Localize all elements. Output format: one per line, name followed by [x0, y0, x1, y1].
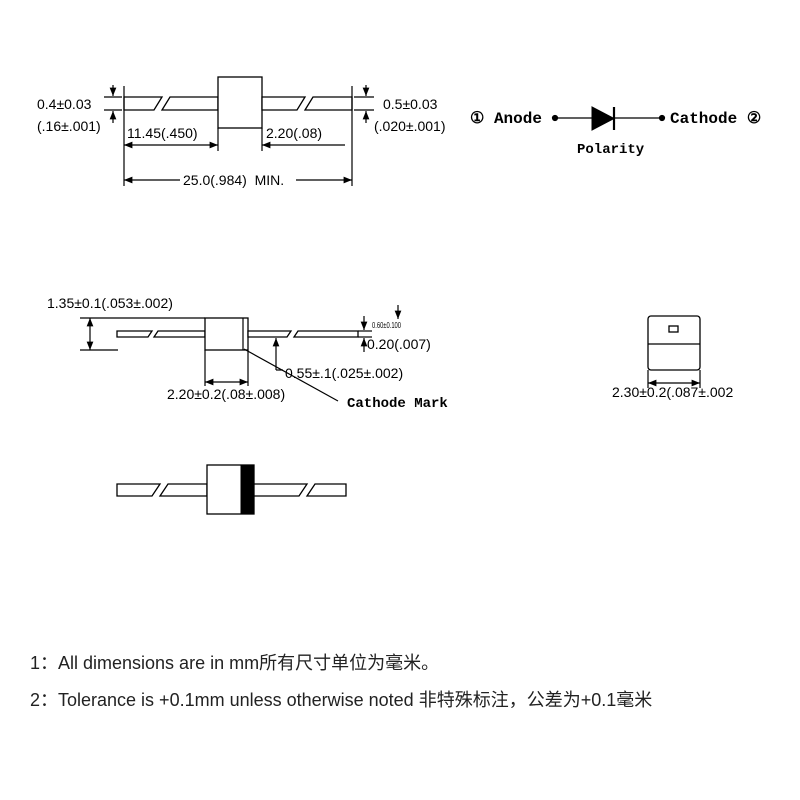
- side-right-lead-segment-inner: [247, 330, 293, 338]
- lead-dim-label: 0.55±.1(.025±.002): [285, 365, 403, 381]
- polarity-title: Polarity: [577, 142, 645, 158]
- end-view-body: [647, 315, 701, 371]
- left-lead-segment-inner: [160, 96, 219, 111]
- body-diameter-label: 1.35±0.1(.053±.002): [47, 295, 173, 311]
- body-length-label: 2.20(.08): [266, 125, 322, 141]
- polarity-symbol: ① Anode Cathode ② Polarity: [470, 106, 761, 158]
- diode-body: [217, 76, 263, 129]
- notes: 1：All dimensions are in mm所有尺寸单位为毫米。 2：T…: [30, 653, 652, 710]
- side-left-lead-segment-inner: [152, 330, 206, 338]
- cathode-mark-leader: [243, 348, 339, 402]
- top-view-drawing: 0.4±0.03 (.16±.001) 11.45(.450) 2.20(.08…: [37, 76, 446, 188]
- marked-left-lead-segment-outer: [116, 483, 162, 497]
- left-lead-dia-in-label: (.16±.001): [37, 118, 101, 134]
- lead-length-label: 11.45(.450): [127, 125, 198, 141]
- end-view-width-label: 2.30±0.2(.087±.002: [612, 384, 733, 400]
- side-right-lead-segment-outer: [292, 330, 359, 338]
- note-units: 1：All dimensions are in mm所有尺寸单位为毫米。: [30, 653, 439, 673]
- end-view-lead-end: [668, 325, 679, 333]
- cathode-band: [240, 464, 255, 515]
- marked-package-drawing: [116, 464, 347, 515]
- overall-length-label: 25.0(.984) MIN.: [183, 172, 284, 188]
- left-lead-dia-mm-label: 0.4±0.03: [37, 96, 92, 112]
- side-body-length-label: 2.20±0.2(.08±.008): [167, 386, 285, 402]
- side-view-drawing: 1.35±0.1(.053±.002) 0.60±0.100 0.20(.007…: [47, 295, 448, 412]
- marked-left-lead-segment-inner: [158, 483, 208, 497]
- small-dim-label: 0.60±0.100: [372, 321, 401, 330]
- anode-terminal-dot: [551, 114, 559, 122]
- right-lead-segment-outer: [303, 96, 353, 111]
- anode-label: ① Anode: [470, 110, 542, 128]
- end-view-drawing: 2.30±0.2(.087±.002: [612, 315, 733, 400]
- thickness-label: 0.20(.007): [367, 336, 431, 352]
- cathode-terminal-dot: [658, 114, 666, 122]
- marked-right-lead-segment-inner: [253, 483, 309, 497]
- left-lead-segment-outer: [123, 96, 164, 111]
- marked-right-lead-segment-outer: [305, 483, 347, 497]
- right-lead-dia-in-label: (.020±.001): [374, 118, 446, 134]
- right-lead-segment-inner: [261, 96, 307, 111]
- right-lead-dia-mm-label: 0.5±0.03: [383, 96, 438, 112]
- side-diode-body: [204, 317, 249, 351]
- note-tolerance: 2：Tolerance is +0.1mm unless otherwise n…: [30, 690, 652, 710]
- diode-triangle-icon: [591, 106, 616, 131]
- cathode-mark-label: Cathode Mark: [347, 396, 448, 412]
- cathode-label: Cathode ②: [670, 110, 761, 128]
- side-left-lead-segment-outer: [116, 330, 154, 338]
